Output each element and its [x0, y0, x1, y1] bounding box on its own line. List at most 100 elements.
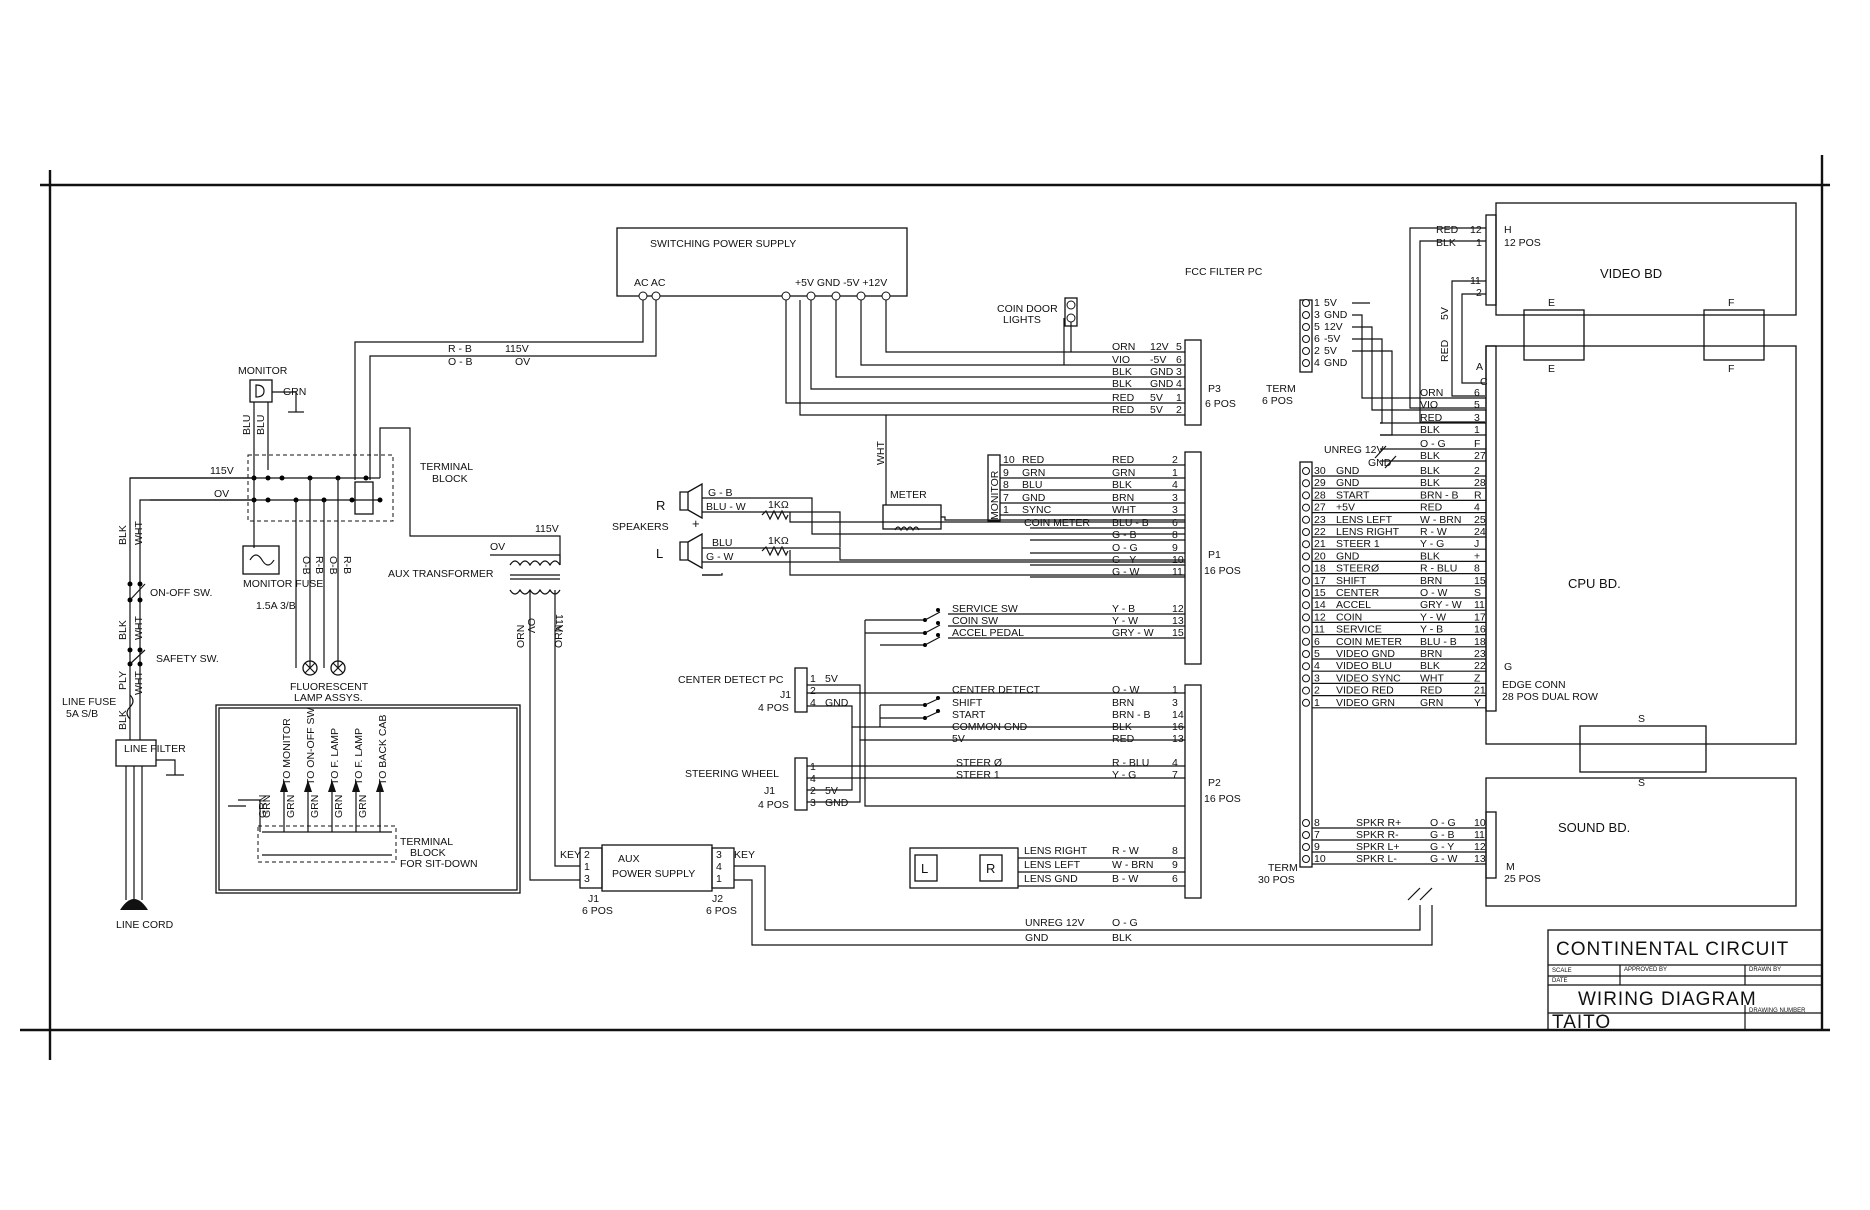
term30-row-color: GRN [1420, 697, 1443, 709]
edge-a-label: A [1476, 361, 1483, 373]
video-board-label: VIDEO BD [1600, 266, 1662, 281]
line-filter-label: LINE FILTER [124, 743, 186, 755]
video-5v-label: 5V [1439, 307, 1451, 320]
p3-row-signal: GND [1150, 378, 1174, 390]
scale-label: SCALE [1552, 968, 1572, 974]
wire-label-ov: OV [515, 356, 530, 368]
monitor-fuse-value: 1.5A 3/B [256, 600, 296, 612]
term30-row-name: COIN METER [1336, 636, 1402, 648]
p1-row-name: SERVICE SW [952, 603, 1018, 615]
p1-row-color: GRY - W [1112, 627, 1154, 639]
sitdown-grn-label: GRN [257, 795, 269, 818]
term30-row-edge: 21 [1474, 685, 1486, 697]
p1-row-pin: 8 [1172, 529, 1178, 541]
p1-row-color: Y - W [1112, 615, 1138, 627]
cpu-upper-color: O - G [1420, 438, 1446, 450]
term30-row-name: COIN [1336, 611, 1362, 623]
term30-row-edge: + [1474, 550, 1480, 562]
term30-terminal [1302, 589, 1310, 597]
fcc-pos: 6 POS [1262, 395, 1293, 407]
unreg-gnd-label: GND [1025, 932, 1049, 944]
term30-row-edge: 28 [1474, 477, 1486, 489]
aux-j1-pin-1: 1 [584, 861, 590, 873]
term30-terminal [1302, 515, 1310, 524]
video-board: VIDEO BD H 12 POS RED BLK 12 1 11 2 5V R… [1409, 202, 1797, 423]
p3-row-pin: 1 [1176, 392, 1182, 404]
p2-row-name: STEER 1 [956, 769, 1000, 781]
spkr-terminal [1302, 819, 1310, 827]
term30-row-pin: 5 [1314, 648, 1320, 660]
monitor: MONITOR GRN BLU BLU [238, 365, 306, 548]
p2-row-name: LENS RIGHT [1024, 845, 1088, 857]
fcc-terminal [1302, 359, 1310, 367]
p2-row-pin: 7 [1172, 769, 1178, 781]
term30-row-color: RED [1420, 502, 1443, 514]
term30-row-name: VIDEO RED [1336, 685, 1394, 697]
p2-row-pin: 6 [1172, 873, 1178, 885]
sitdown-arrow-icon [352, 780, 360, 792]
line-cord-label: LINE CORD [116, 919, 174, 931]
ferrite-f-label: F [1728, 297, 1734, 309]
lens-r-label: R [986, 861, 995, 876]
fcc-row-signal: GND [1324, 309, 1348, 321]
safety-switch-label: SAFETY SW. [156, 653, 219, 665]
monitor-label: MONITOR [238, 365, 288, 377]
spkr-terminal [1302, 831, 1310, 839]
drawn-label: DRAWN BY [1749, 967, 1781, 973]
steering-j1: J1 [764, 785, 775, 797]
p1-row-pin: 12 [1172, 603, 1184, 615]
term30-terminal [1302, 503, 1310, 512]
meter-wht-label: WHT [875, 441, 887, 465]
term30-row-pin: 29 [1314, 477, 1326, 489]
cpu-upper-edge: 3 [1474, 412, 1480, 424]
spkr-row-pin: 9 [1314, 841, 1320, 853]
cd-pin-4: 4 [810, 697, 816, 709]
term30-row-color: RED [1420, 685, 1443, 697]
lamp-label-2: LAMP ASSYS. [294, 692, 363, 704]
line-ov-label: OV [214, 488, 229, 500]
terminal-block-label-2: BLOCK [432, 473, 468, 485]
sitdown-target-label: TO ON-OFF SW [305, 708, 317, 785]
term30-row-color: Y - W [1420, 611, 1446, 623]
fcc-row-signal: 5V [1324, 345, 1337, 357]
aux-transformer-label: AUX TRANSFORMER [388, 568, 494, 580]
fcc-row-pin: 1 [1314, 297, 1320, 309]
term30-terminal [1302, 576, 1310, 585]
line-power-side: 115V OV BLK WHT ON-OFF SW. BLK WHT SAFET… [62, 465, 255, 931]
line-wht-label-2: WHT [133, 616, 145, 640]
p1-monitor-tag: MONITOR [989, 470, 1001, 520]
term30-terminal [1302, 552, 1310, 561]
spkr-terminal [1302, 855, 1310, 863]
speakers-label: SPEAKERS [612, 521, 669, 533]
edge-g-label: G [1504, 661, 1512, 673]
ferrite-s-label: S [1638, 713, 1645, 725]
term30-row-pin: 2 [1314, 685, 1320, 697]
aux-supply-label-2: POWER SUPPLY [612, 868, 695, 880]
term30-row-edge: 25 [1474, 514, 1486, 526]
term30-row-pin: 20 [1314, 550, 1326, 562]
speaker-l-icon [679, 532, 703, 570]
speaker-l-label: L [656, 546, 663, 561]
term30-row-edge: 24 [1474, 526, 1486, 538]
term30-row-name: STEERØ [1336, 563, 1379, 575]
edge-c-label: C [1480, 376, 1488, 388]
p1-row-color: WHT [1112, 504, 1136, 516]
fcc-row-pin: 3 [1314, 309, 1320, 321]
wire-label-o-b: O - B [448, 356, 473, 368]
p1-row-name: BLU [1022, 479, 1042, 491]
p2-row-color: RED [1112, 733, 1135, 745]
term30-row-color: BLK [1420, 550, 1440, 562]
p3-row-color: BLK [1112, 366, 1132, 378]
speakers: SPEAKERS R L + G - B BLU - W BLU G - W 1… [612, 482, 1185, 576]
sitdown-block-label: TERMINAL [400, 836, 453, 848]
cpu-upper-color: ORN [1420, 387, 1443, 399]
center-detect-pos: 4 POS [758, 702, 789, 714]
p2-row-name: LENS LEFT [1024, 859, 1081, 871]
term30-row-name: LENS LEFT [1336, 514, 1393, 526]
speaker-l-wire-1: BLU [712, 537, 732, 549]
spkr-terminal [1302, 843, 1310, 851]
video-h-label: H [1504, 224, 1512, 236]
sitdown-grn-label: GRN [261, 795, 273, 818]
